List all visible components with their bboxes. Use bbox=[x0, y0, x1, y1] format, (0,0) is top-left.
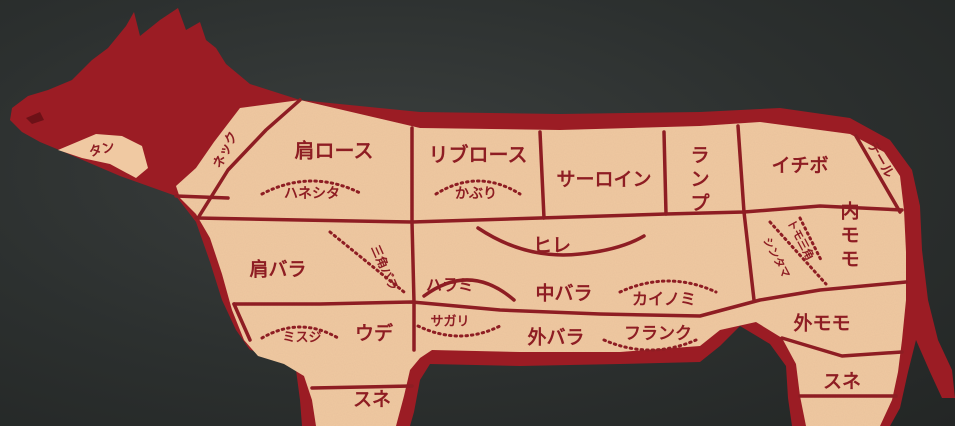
label-sune-rear: スネ bbox=[823, 371, 861, 393]
tongue-shape bbox=[58, 134, 148, 178]
label-rump-3: プ bbox=[690, 192, 710, 215]
label-soto-momo: 外モモ bbox=[793, 312, 850, 335]
label-naka-bara: 中バラ bbox=[535, 282, 592, 305]
label-kata-bara: 肩バラ bbox=[249, 258, 306, 281]
label-misuji: ミスジ bbox=[282, 331, 321, 346]
cut-lines bbox=[174, 98, 908, 398]
label-kaburi: かぶり bbox=[455, 186, 497, 202]
label-sirloin: サーロイン bbox=[556, 169, 651, 191]
label-sune-front: スネ bbox=[353, 389, 391, 411]
label-ichibo: イチボ bbox=[771, 155, 828, 177]
label-rib-loin: リブロース bbox=[429, 143, 528, 167]
nostril bbox=[26, 112, 44, 124]
meat-area bbox=[176, 100, 906, 426]
label-kata-loin: 肩ロース bbox=[295, 139, 374, 163]
label-uchi-momo-2: モ bbox=[840, 225, 859, 247]
label-hire: ヒレ bbox=[533, 235, 571, 257]
label-kainomi: カイノミ bbox=[632, 290, 696, 309]
label-harami: ハラミ bbox=[426, 276, 474, 295]
label-rump-2: ン bbox=[690, 169, 709, 191]
label-tan: タン bbox=[88, 140, 117, 161]
sub-cut-curves bbox=[260, 179, 828, 352]
label-rump-1: ラ bbox=[690, 145, 709, 167]
label-soto-bara: 外バラ bbox=[527, 326, 584, 349]
label-flank: フランク bbox=[624, 324, 692, 344]
label-ude: ウデ bbox=[355, 322, 394, 345]
label-sagari: サガリ bbox=[430, 315, 469, 330]
label-hanesita: ハネシタ bbox=[284, 186, 340, 202]
cut-labels: タン ネック 肩ロース ハネシタ リブロース かぶり サーロイン ラ ン プ イ… bbox=[88, 129, 897, 410]
label-uchi-momo-1: 内 bbox=[840, 200, 859, 223]
label-uchi-momo-3: モ bbox=[840, 249, 859, 271]
